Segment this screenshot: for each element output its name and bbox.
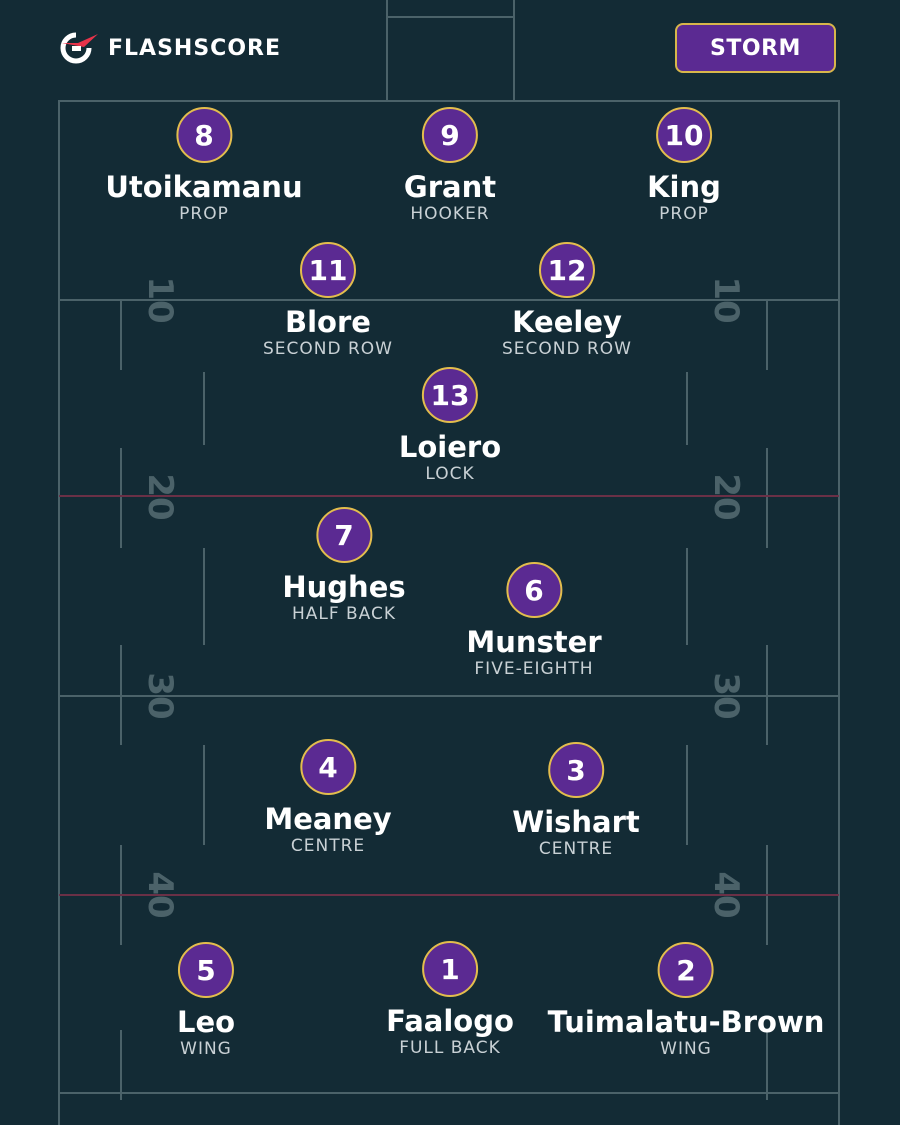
player-position: SECOND ROW — [263, 339, 393, 359]
player-position: PROP — [179, 204, 229, 224]
jersey-number: 5 — [177, 942, 234, 998]
player-name: Utoikamanu — [105, 170, 303, 204]
jersey-number: 1 — [421, 941, 478, 997]
team-badge[interactable]: STORM — [675, 23, 836, 73]
jersey-number: 13 — [422, 367, 478, 423]
jersey-number: 10 — [655, 107, 712, 163]
jersey-number: 8 — [176, 107, 232, 163]
player-prop-left[interactable]: 8 Utoikamanu PROP — [105, 107, 303, 225]
player-name: Meaney — [264, 802, 392, 836]
player-half-back[interactable]: 7 Hughes HALF BACK — [282, 507, 406, 625]
player-centre-left[interactable]: 4 Meaney CENTRE — [264, 739, 392, 857]
jersey-number: 11 — [300, 242, 356, 298]
player-name: Hughes — [282, 570, 406, 604]
player-name: Blore — [285, 305, 371, 339]
player-position: SECOND ROW — [502, 339, 632, 359]
pitch-lines — [58, 0, 840, 1125]
dashed-sidelines — [120, 300, 768, 1100]
player-position: CENTRE — [538, 839, 614, 859]
in-goal-box — [386, 0, 515, 102]
jersey-number: 2 — [657, 942, 714, 998]
player-second-row-left[interactable]: 11 Blore SECOND ROW — [263, 242, 393, 360]
player-position: LOCK — [425, 464, 475, 484]
flashscore-logo[interactable]: FLASHSCORE — [58, 30, 281, 66]
jersey-number: 12 — [539, 242, 595, 298]
player-full-back[interactable]: 1 Faalogo FULL BACK — [386, 941, 514, 1059]
player-name: Leo — [176, 1005, 236, 1039]
player-second-row-right[interactable]: 12 Keeley SECOND ROW — [502, 242, 632, 360]
yard-marker-30-left: 30 — [140, 672, 180, 719]
player-position: FULL BACK — [399, 1038, 501, 1058]
player-position: WING — [180, 1039, 232, 1059]
yard-marker-10-right: 10 — [706, 276, 746, 323]
jersey-number: 3 — [547, 742, 604, 798]
player-five-eighth[interactable]: 6 Munster FIVE-EIGHTH — [466, 562, 602, 680]
player-name: Faalogo — [386, 1004, 514, 1038]
player-wing-right[interactable]: 2 Tuimalatu-Brown WING — [547, 942, 825, 1060]
yard-marker-20-left: 20 — [140, 473, 180, 520]
yard-marker-30-right: 30 — [706, 672, 746, 719]
player-position: HOOKER — [410, 204, 490, 224]
player-hooker[interactable]: 9 Grant HOOKER — [404, 107, 496, 225]
yard-marker-40-right: 40 — [706, 871, 746, 918]
player-name: King — [647, 170, 721, 204]
player-position: WING — [660, 1039, 712, 1059]
player-wing-left[interactable]: 5 Leo WING — [177, 942, 235, 1060]
player-name: Grant — [403, 170, 497, 204]
jersey-number: 6 — [506, 562, 562, 618]
player-lock[interactable]: 13 Loiero LOCK — [399, 367, 501, 485]
player-position: PROP — [659, 204, 709, 224]
brand-name: FLASHSCORE — [108, 35, 281, 61]
player-name: Loiero — [398, 430, 502, 464]
player-position: CENTRE — [290, 836, 366, 856]
yard-marker-40-left: 40 — [140, 871, 180, 918]
player-prop-right[interactable]: 10 King PROP — [647, 107, 721, 225]
player-position: HALF BACK — [291, 604, 397, 624]
twenty-metre-lines — [59, 495, 839, 896]
jersey-number: 7 — [316, 507, 372, 563]
yard-markers: 10 20 30 40 10 20 30 40 — [140, 276, 746, 918]
player-name: Munster — [466, 625, 602, 659]
yard-marker-20-right: 20 — [706, 473, 746, 520]
flashscore-logo-icon — [60, 32, 98, 64]
player-centre-right[interactable]: 3 Wishart CENTRE — [512, 742, 640, 860]
player-name: Tuimalatu-Brown — [547, 1005, 825, 1039]
player-name: Wishart — [512, 805, 640, 839]
yard-marker-10-left: 10 — [140, 276, 180, 323]
jersey-number: 4 — [299, 739, 356, 795]
player-name: Keeley — [512, 305, 622, 339]
jersey-number: 9 — [422, 107, 478, 163]
player-position: FIVE-EIGHTH — [474, 659, 594, 679]
